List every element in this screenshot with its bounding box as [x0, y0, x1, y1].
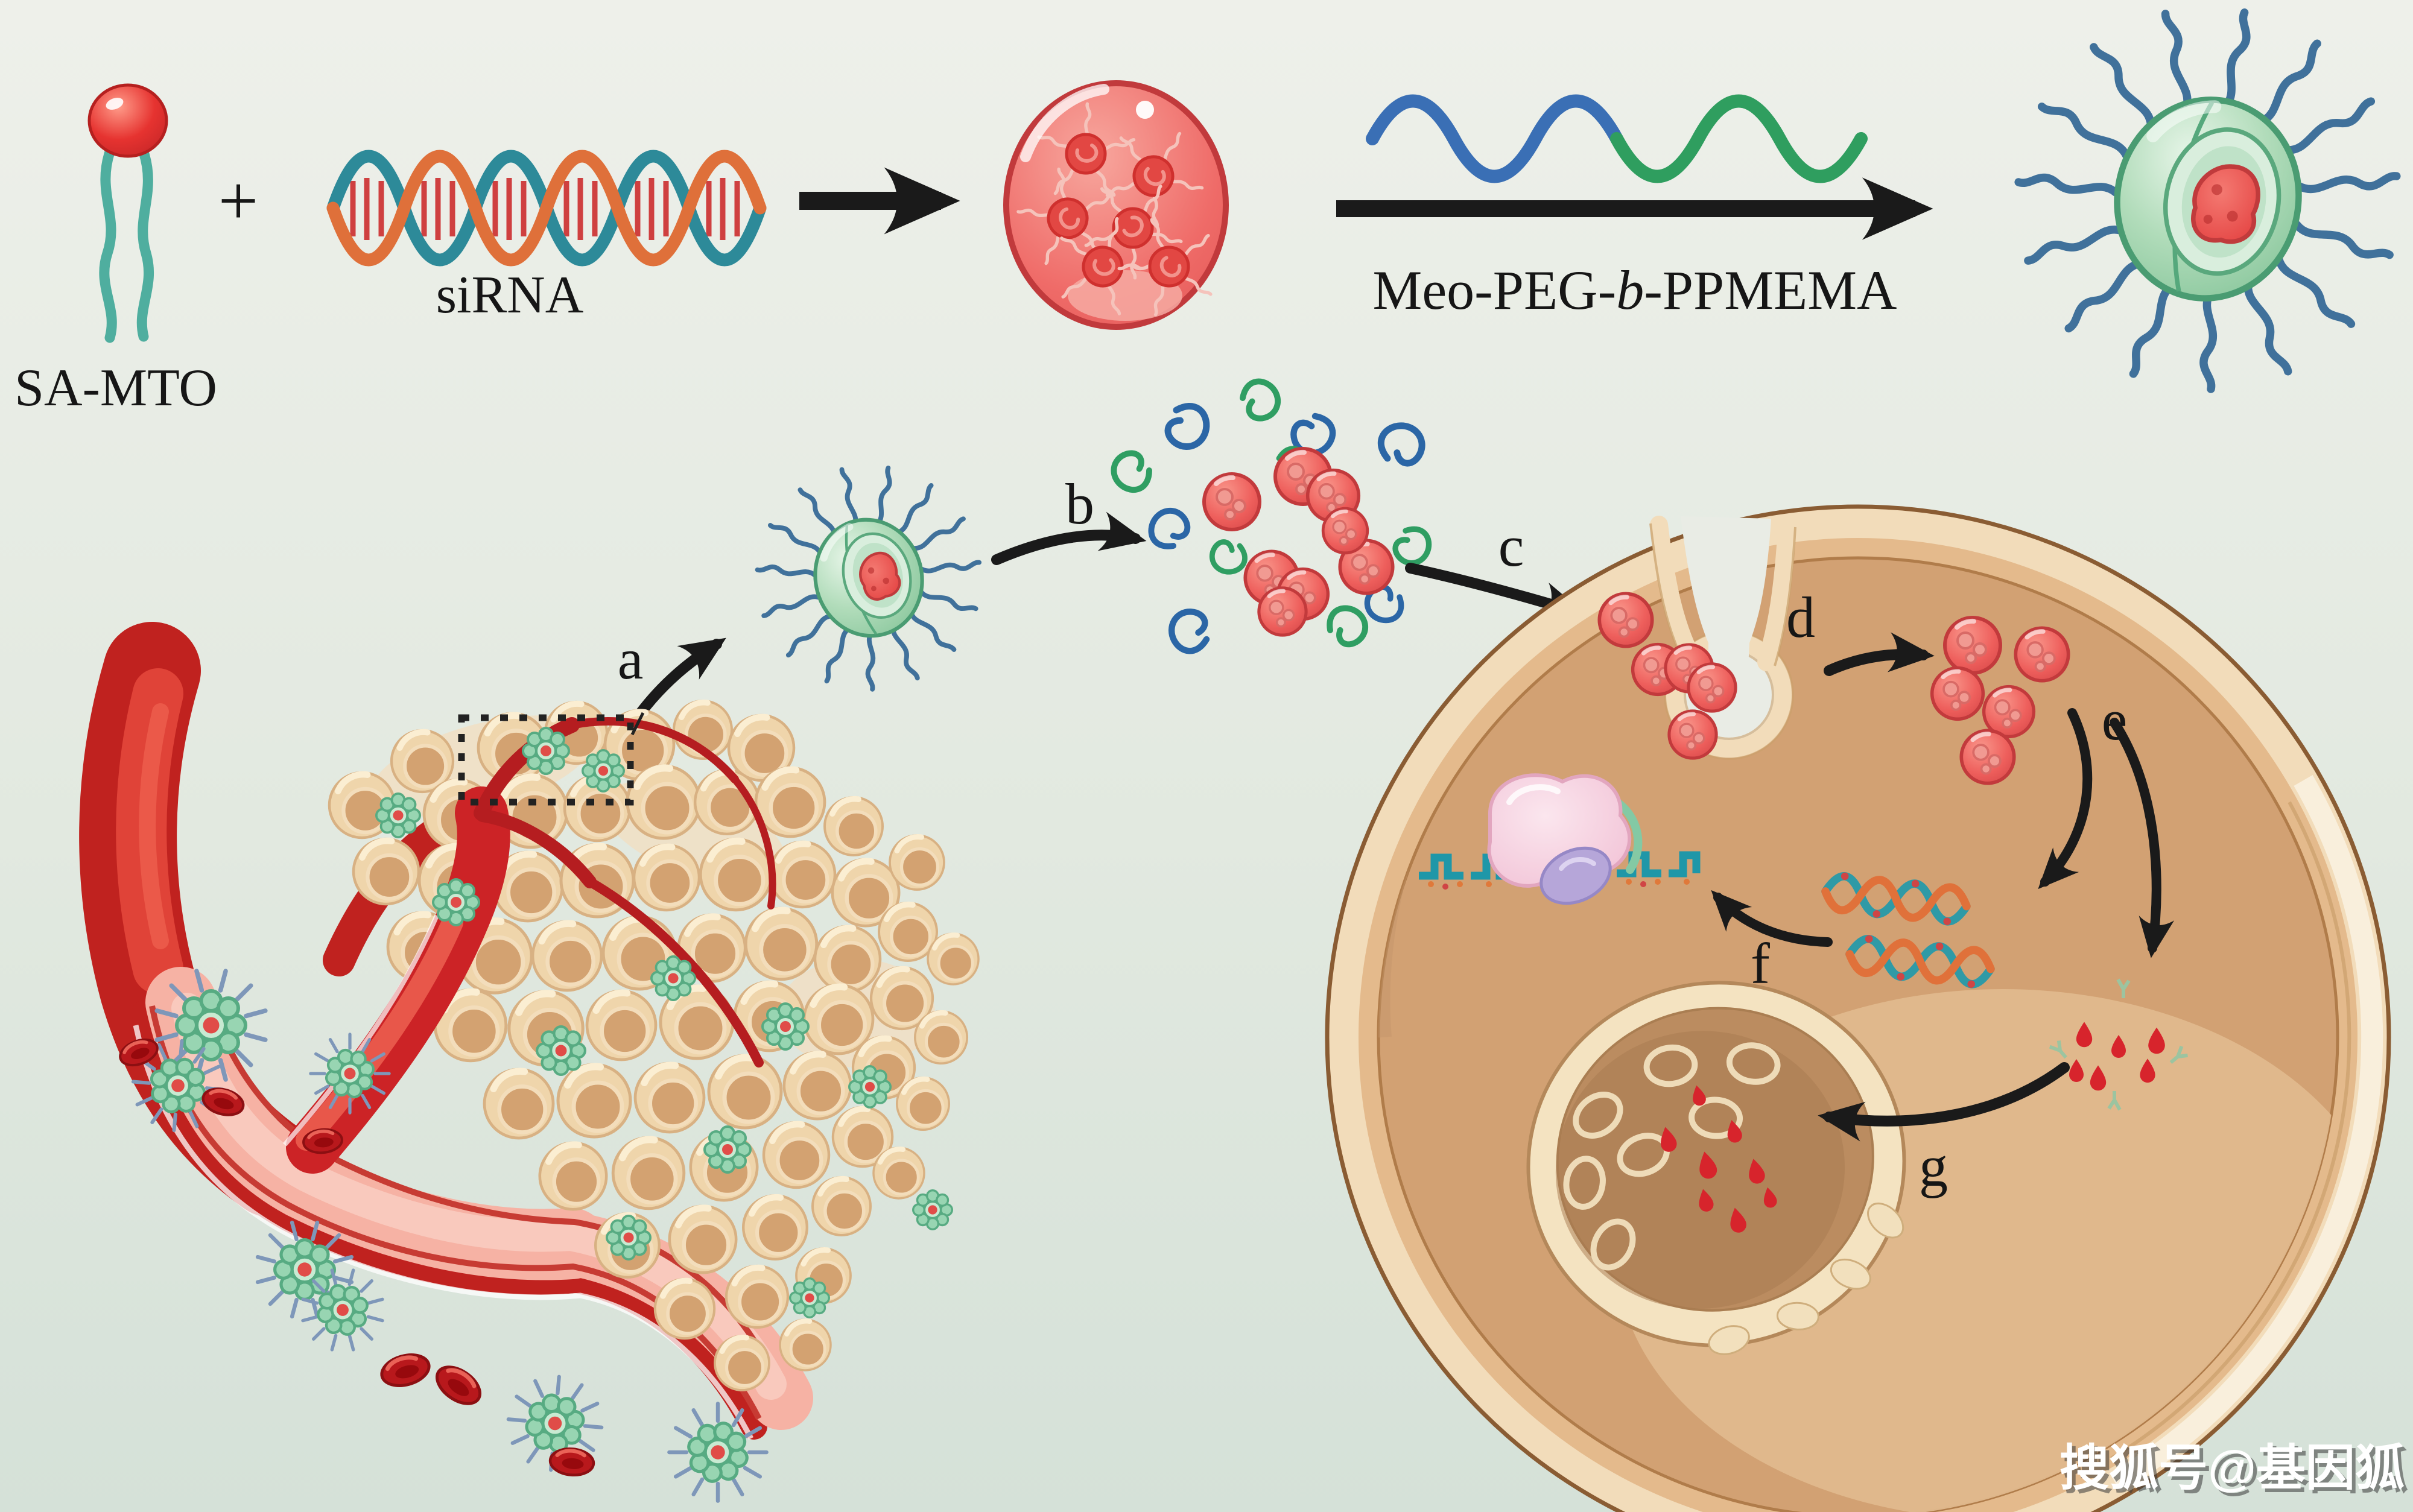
sa-mto-molecule: [87, 83, 168, 343]
mrna-bases: [1428, 879, 1690, 890]
zoom-region-box: [458, 714, 634, 806]
step-arrow-a: [635, 637, 726, 718]
step-label-d: d: [1786, 585, 1815, 650]
watermark: 搜狐号@基因狐: [2059, 1441, 2405, 1496]
mto-sirna-complex: [1003, 80, 1238, 331]
zoom-pointer-line: [630, 712, 645, 736]
watermark-shadow: 搜狐号@基因狐: [2063, 1444, 2408, 1499]
step-label-c: c: [1498, 514, 1524, 578]
step-arrow-e-sirna: [2038, 708, 2093, 890]
sirna-strand-orange: [326, 150, 767, 267]
sirna-label: siRNA: [436, 266, 584, 324]
released-micelle: [1204, 474, 1260, 530]
peg-block: [1366, 94, 1623, 183]
step-arrow-g: [1818, 1062, 2070, 1142]
sirna-basepairs: [350, 178, 740, 240]
step-label-f: f: [1751, 931, 1770, 996]
mto-head: [87, 83, 168, 158]
step-arrow-d: [1824, 632, 1935, 676]
step-label-g: g: [1919, 1134, 1948, 1198]
risc-complex: [1419, 773, 1701, 905]
cancer-cell: [1325, 504, 2391, 1512]
step-label-b: b: [1065, 472, 1094, 536]
polymer-label: Meo-PEG-b-PPMEMA: [1373, 259, 1897, 321]
released-micelle: [1323, 508, 1368, 553]
step-arrow-b: [991, 511, 1147, 565]
nuclear-pores: [1563, 1042, 1781, 1271]
step-arrow-e-drug: [2110, 718, 2175, 958]
nucleus: [1526, 981, 1906, 1355]
mto-tail: [99, 147, 117, 343]
step-arrow-f: [1711, 890, 1833, 947]
released-micelle: [1259, 588, 1306, 635]
ppmema-block: [1610, 94, 1868, 183]
envelope-pores: [1708, 1202, 1904, 1355]
mto-tail: [136, 147, 154, 342]
sirna-helix: [326, 150, 767, 267]
plus-sign: +: [218, 161, 259, 240]
sa-mto-label: SA-MTO: [14, 359, 217, 417]
step-label-a: a: [618, 627, 644, 691]
polymer-chain: [1366, 94, 1868, 183]
